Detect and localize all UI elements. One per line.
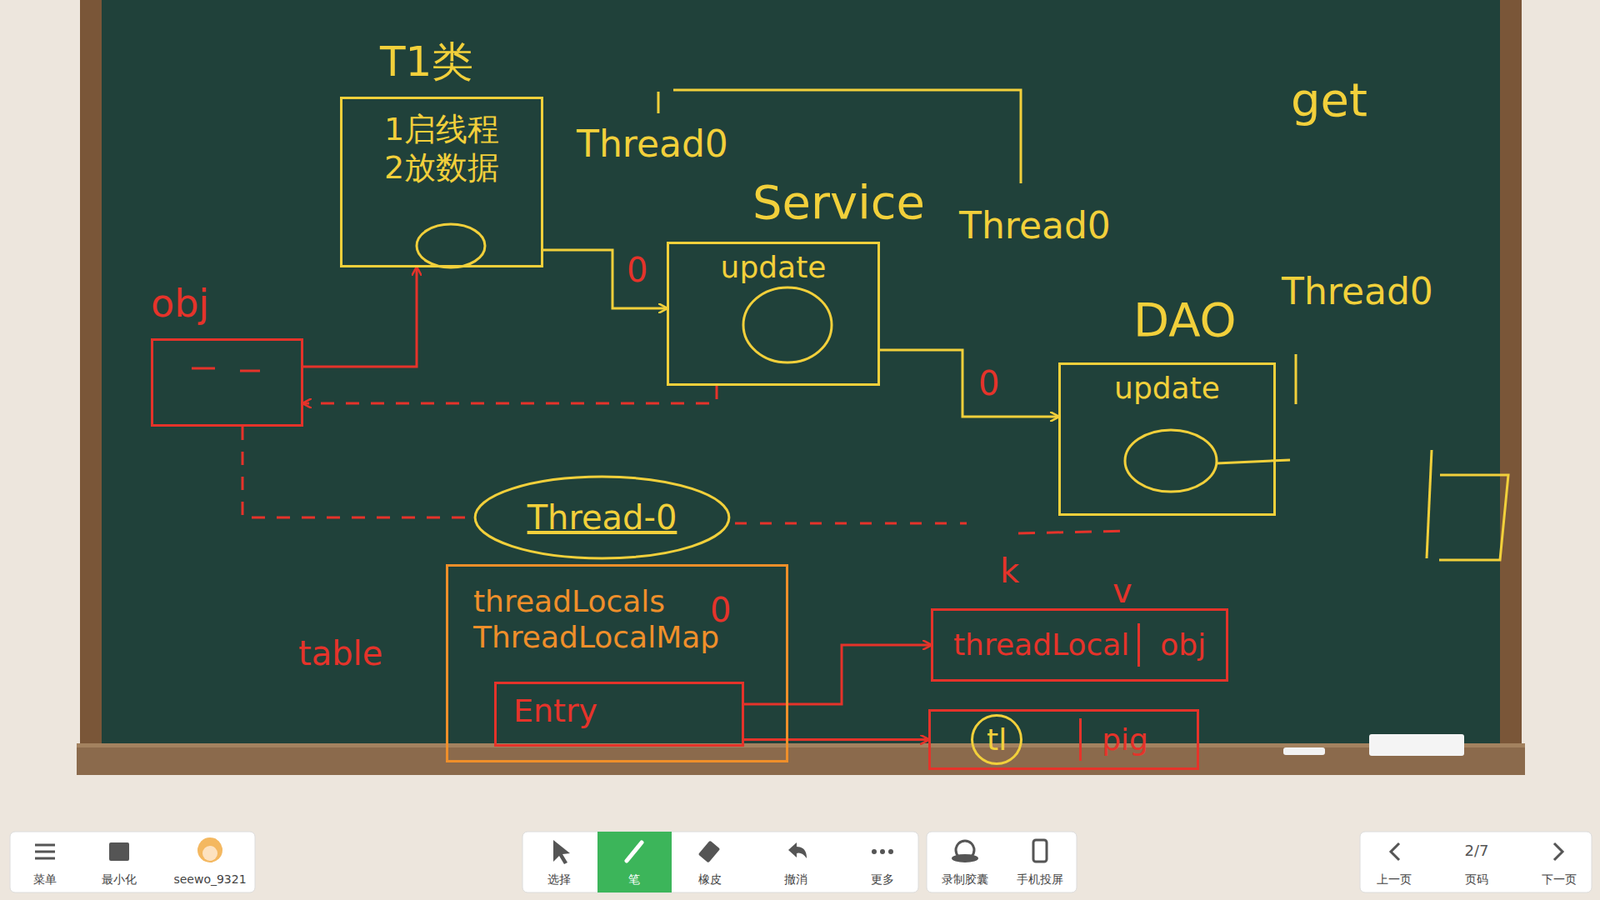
tray-edge	[76, 743, 1525, 748]
board-note: table	[298, 633, 383, 674]
minimize-icon	[109, 842, 130, 861]
toolbar-label: 选择	[547, 872, 571, 887]
connector	[303, 385, 717, 404]
connector	[242, 426, 473, 518]
connector	[543, 250, 667, 309]
chalk-tray	[76, 743, 1525, 775]
toolbar-label: 页码	[1465, 872, 1489, 887]
node-box: threadLocalsThreadLocalMapEntry	[445, 564, 789, 763]
connector	[880, 350, 1059, 417]
tail-line	[1216, 460, 1290, 464]
avatar-icon	[197, 837, 223, 863]
toolbar-label: seewo_9321	[173, 872, 246, 887]
connector	[744, 738, 929, 741]
phone-icon	[1033, 840, 1047, 862]
node-box: obj	[150, 338, 304, 427]
more-icon	[871, 849, 894, 855]
reference-line	[1018, 530, 1127, 534]
node-text: 1启线程	[352, 110, 531, 150]
prev-icon	[1390, 843, 1400, 860]
eraser-icon	[698, 840, 720, 863]
reference-line	[735, 522, 967, 525]
node-text: update	[1070, 370, 1264, 406]
active-tool	[597, 831, 672, 893]
toolbar-panel	[522, 831, 919, 893]
edge-label: 0	[975, 363, 1003, 404]
connector	[744, 645, 931, 705]
node-heading: Service	[752, 174, 925, 230]
toolbar-label: 橡皮	[698, 872, 722, 887]
toolbar-panel	[10, 831, 255, 893]
toolbar-label: 上一页	[1376, 872, 1412, 887]
bracket-line	[657, 91, 660, 114]
node-text: Thread-0	[527, 497, 678, 538]
value-mark	[240, 370, 260, 373]
board-note: k	[1000, 550, 1020, 591]
value-mark	[191, 367, 215, 370]
node-text: 2放数据	[352, 149, 531, 188]
next-icon	[1554, 843, 1563, 860]
node-text: update	[679, 249, 868, 285]
tail-line	[1295, 354, 1298, 405]
board-note: 0	[710, 590, 731, 630]
toolbar-label: 录制胶囊	[941, 872, 989, 887]
node-text: pig	[1079, 718, 1157, 761]
toolbar-label: 最小化	[101, 872, 137, 887]
toolbar-label: 更多	[870, 872, 895, 887]
toolbar-label: 笔	[628, 872, 640, 887]
toolbar-label: 2/7	[1465, 841, 1490, 860]
chalkboard	[101, 0, 1500, 745]
node-heading: T1类	[380, 36, 474, 87]
select-icon	[553, 840, 570, 865]
node-box: Entry	[494, 681, 745, 747]
node-text: Entry	[513, 692, 725, 731]
toolbar-panel	[1360, 831, 1592, 893]
record-icon-base	[951, 854, 979, 863]
toolbar-label: 手机投屏	[1016, 872, 1064, 887]
avatar-face	[202, 845, 218, 861]
ellipse-shape	[475, 476, 730, 559]
toolbar-label: 撤消	[784, 872, 808, 887]
node-heading: obj	[150, 280, 210, 327]
node-box: tl pig	[928, 709, 1200, 770]
node-box: threadLocalobj	[930, 608, 1229, 682]
node-box: Serviceupdate	[666, 241, 880, 386]
menu-icon	[35, 845, 55, 859]
bracket-line	[1439, 475, 1509, 560]
board-frame	[80, 0, 1522, 750]
node-box: DAOupdate	[1058, 362, 1276, 516]
chalk	[1283, 747, 1325, 755]
node-text: obj	[1137, 623, 1215, 666]
toolbar-label: 菜单	[33, 872, 57, 887]
connector	[303, 267, 417, 367]
bracket-line	[1426, 450, 1432, 559]
object-circle	[416, 224, 485, 268]
node-text: tl	[970, 714, 1023, 765]
board-note: Thread0	[1281, 270, 1434, 315]
board-note: v	[1112, 570, 1133, 611]
edge-label: 0	[623, 250, 651, 290]
object-circle	[1125, 430, 1217, 492]
node-text: threadLocal	[945, 623, 1138, 666]
node-box: T1类1启线程2放数据	[340, 96, 544, 268]
eraser	[1369, 734, 1465, 756]
node-heading: DAO	[1133, 291, 1237, 348]
toolbar-panel	[926, 831, 1077, 893]
pen-icon	[626, 842, 642, 861]
board-note: Thread0	[959, 204, 1111, 249]
toolbar-label: 下一页	[1541, 872, 1577, 887]
undo-icon	[788, 842, 807, 859]
board-note: Thread0	[576, 122, 729, 167]
object-circle	[743, 287, 832, 363]
node-box: Thread-0	[472, 474, 732, 561]
board-note: get	[1290, 71, 1368, 128]
